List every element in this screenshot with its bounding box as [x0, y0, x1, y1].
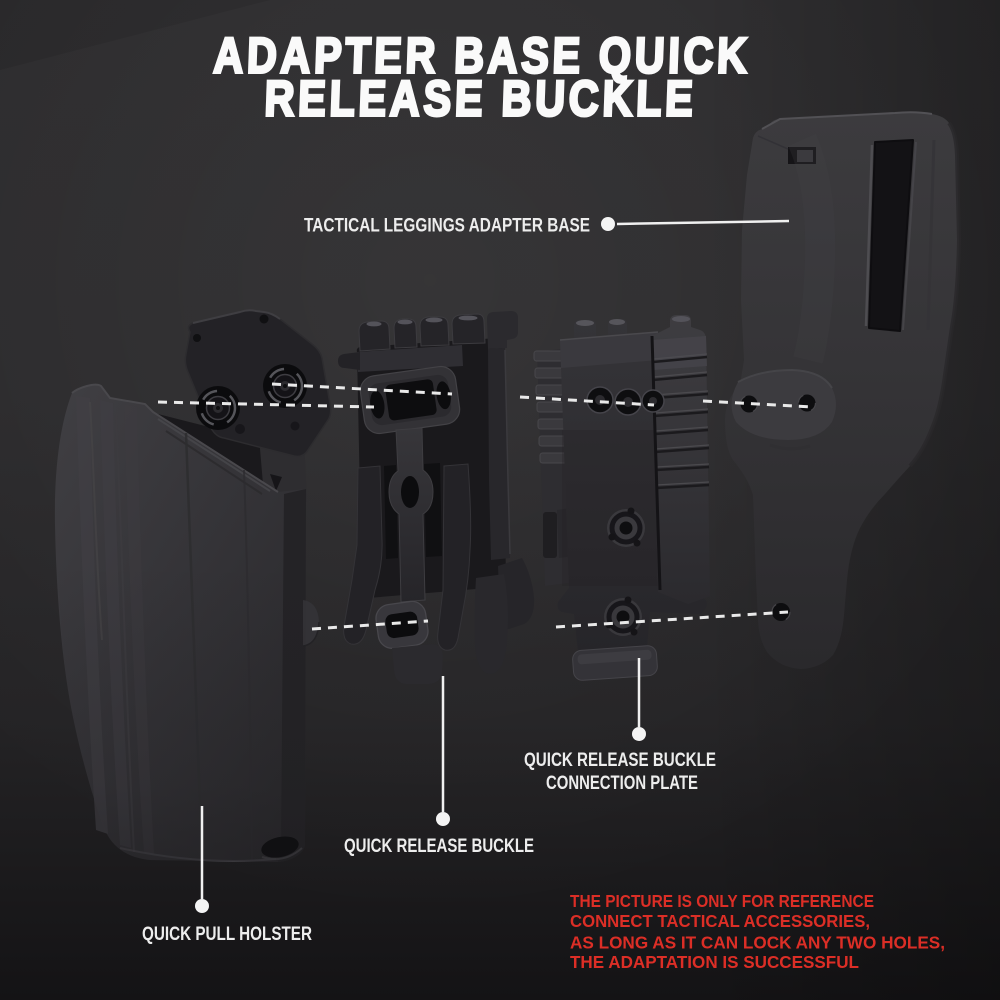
svg-text:CONNECT TACTICAL ACCESSORIES,: CONNECT TACTICAL ACCESSORIES, [570, 911, 870, 931]
svg-text:ADAPTER BASE QUICK: ADAPTER BASE QUICK [213, 28, 752, 84]
svg-text:CONNECTION PLATE: CONNECTION PLATE [546, 773, 698, 794]
svg-text:QUICK PULL HOLSTER: QUICK PULL HOLSTER [142, 924, 312, 945]
svg-text:RELEASE BUCKLE: RELEASE BUCKLE [264, 71, 698, 127]
svg-text:AS LONG AS IT CAN LOCK ANY TWO: AS LONG AS IT CAN LOCK ANY TWO HOLES, [570, 933, 945, 953]
svg-text:TACTICAL LEGGINGS ADAPTER BASE: TACTICAL LEGGINGS ADAPTER BASE [304, 216, 590, 237]
svg-text:QUICK RELEASE BUCKLE: QUICK RELEASE BUCKLE [344, 836, 534, 857]
svg-text:THE ADAPTATION IS SUCCESSFUL: THE ADAPTATION IS SUCCESSFUL [570, 952, 859, 972]
svg-text:THE PICTURE IS ONLY FOR REFERE: THE PICTURE IS ONLY FOR REFERENCE [570, 891, 874, 911]
svg-text:QUICK RELEASE BUCKLE: QUICK RELEASE BUCKLE [524, 750, 716, 771]
